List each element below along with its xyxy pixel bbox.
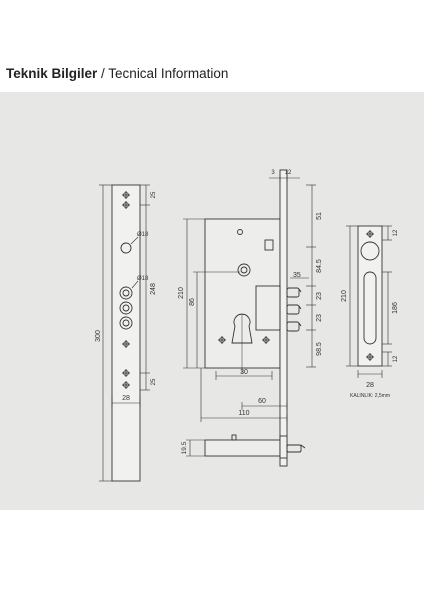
dim-body-51: 51 [316,212,323,220]
dim-body-60: 60 [258,398,266,405]
dim-front-300: 300 [95,330,102,342]
front-plate [111,184,141,482]
lock-body-dim-lines [183,174,316,422]
dim-front-28: 28 [122,395,130,402]
dim-body-84-5: 84.5 [316,259,323,273]
dim-hole-d18-a: Ø18 [137,232,149,238]
dim-body-98-5: 98.5 [316,342,323,356]
strike-thickness-note: KALINLIK: 2,5mm [350,393,390,399]
dim-body-23-b: 23 [316,314,323,322]
dim-body-110: 110 [238,410,249,417]
strike-plate [357,225,383,367]
dim-strike-186: 186 [392,302,399,314]
dim-hole-d18-b: Ø18 [137,276,149,282]
dim-section-19-5: 19.5 [181,441,188,454]
section-view [186,434,306,459]
page-title: Teknik Bilgiler / Tecnical Information [6,66,228,81]
dim-front-25-top: 25 [151,191,157,198]
dim-strike-12-top: 12 [393,229,399,236]
dim-body-3: 3 [271,170,275,176]
dim-front-25-bottom: 25 [151,378,157,385]
technical-drawing: 300 25 248 25 28 Ø18 Ø18 3 12 51 84.5 35… [95,169,399,482]
dim-body-23-a: 23 [316,292,323,300]
dim-strike-28: 28 [366,382,374,389]
dim-strike-210: 210 [341,290,348,302]
title-english: Tecnical Information [108,66,229,81]
dim-body-210: 210 [178,287,185,299]
title-separator: / [97,66,109,81]
dim-body-35: 35 [293,272,301,279]
dim-front-248: 248 [150,283,157,295]
front-plate-dim-lines [99,184,150,482]
dim-body-12: 12 [285,170,292,176]
dim-body-30: 30 [240,369,248,376]
lock-body [204,169,302,467]
title-turkish: Teknik Bilgiler [6,66,98,81]
dim-strike-12-bottom: 12 [393,355,399,362]
strike-plate-dim-lines [346,225,392,378]
dim-body-86: 86 [189,298,196,306]
